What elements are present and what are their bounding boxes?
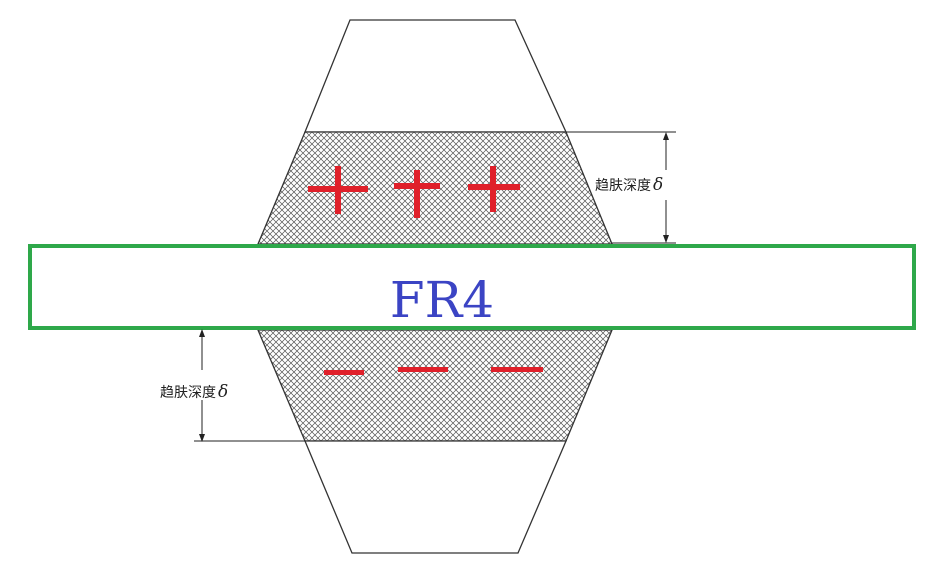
upper-dimension bbox=[566, 131, 676, 244]
fr4-board bbox=[28, 244, 916, 330]
negative-charges bbox=[324, 367, 543, 375]
plus-sign bbox=[394, 170, 440, 218]
lower-dimension bbox=[194, 329, 305, 442]
lower-skin-region bbox=[257, 329, 613, 442]
minus-sign bbox=[324, 370, 364, 375]
minus-sign bbox=[398, 367, 448, 372]
upper-conductor bbox=[304, 19, 568, 133]
plus-sign bbox=[308, 166, 368, 214]
lower-conductor bbox=[304, 440, 567, 554]
minus-sign bbox=[491, 367, 543, 372]
fr4-label: FR4 bbox=[390, 271, 494, 329]
positive-charges bbox=[308, 166, 520, 218]
plus-sign bbox=[468, 166, 520, 212]
